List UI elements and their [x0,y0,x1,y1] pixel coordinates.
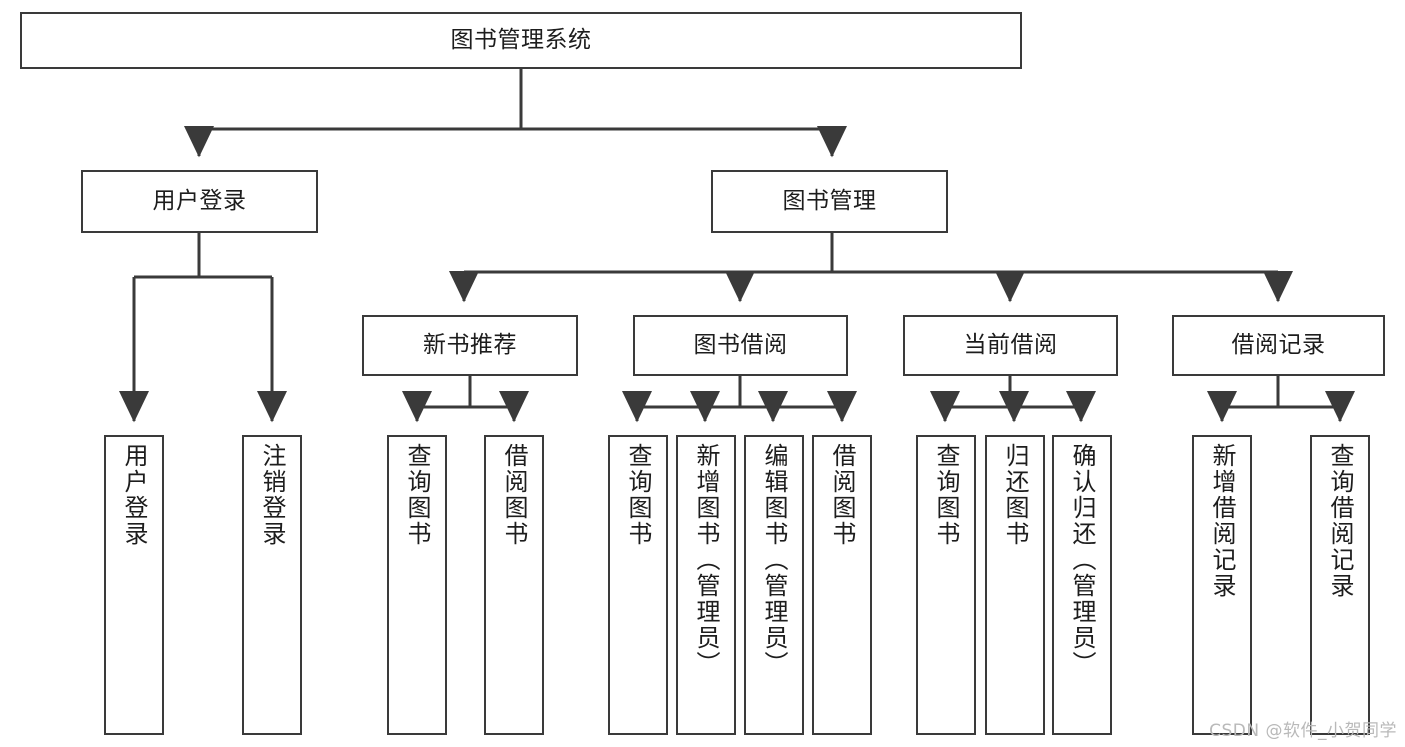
leaf-user-login-logout[interactable]: 注销登录 [242,435,302,735]
leaf-current-return-book[interactable]: 归还图书 [985,435,1045,735]
node-current-borrow[interactable]: 当前借阅 [903,315,1118,376]
leaf-borrow-query-book[interactable]: 查询图书 [608,435,668,735]
node-new-book-recommend[interactable]: 新书推荐 [362,315,578,376]
leaf-recommend-borrow-book[interactable]: 借阅图书 [484,435,544,735]
leaf-recommend-query-book[interactable]: 查询图书 [387,435,447,735]
node-label: 当前借阅 [963,331,1058,358]
node-label: 用户登录 [120,443,148,547]
node-label: 新书推荐 [423,331,517,358]
node-root-system[interactable]: 图书管理系统 [20,12,1022,69]
leaf-borrow-borrow-book[interactable]: 借阅图书 [812,435,872,735]
node-label: 查询图书 [624,443,652,547]
node-label: 图书借阅 [693,331,788,358]
leaf-user-login-login[interactable]: 用户登录 [104,435,164,735]
node-user-login[interactable]: 用户登录 [81,170,318,233]
leaf-borrow-edit-book-admin[interactable]: 编辑图书（管理员） [744,435,804,735]
leaf-borrow-add-book-admin[interactable]: 新增图书（管理员） [676,435,736,735]
node-label: 图书管理 [782,187,877,214]
node-label: 新增图书（管理员） [692,443,720,677]
node-label: 归还图书 [1001,443,1029,547]
node-label: 查询图书 [932,443,960,547]
csdn-watermark: CSDN @软件_小贺同学 [1209,721,1397,741]
node-label: 注销登录 [258,443,286,547]
leaf-current-confirm-return-admin[interactable]: 确认归还（管理员） [1052,435,1112,735]
node-label: 新增借阅记录 [1208,443,1236,599]
node-label: 用户登录 [152,187,247,214]
leaf-current-query-book[interactable]: 查询图书 [916,435,976,735]
node-label: 借阅记录 [1231,331,1326,358]
node-label: 图书管理系统 [450,26,592,53]
node-book-borrow[interactable]: 图书借阅 [633,315,848,376]
node-label: 查询借阅记录 [1326,443,1354,599]
node-label: 编辑图书（管理员） [760,443,788,677]
node-borrow-record[interactable]: 借阅记录 [1172,315,1385,376]
node-book-management[interactable]: 图书管理 [711,170,948,233]
node-label: 确认归还（管理员） [1068,443,1096,677]
node-label: 借阅图书 [828,443,856,547]
leaf-record-query-record[interactable]: 查询借阅记录 [1310,435,1370,735]
leaf-record-add-record[interactable]: 新增借阅记录 [1192,435,1252,735]
node-label: 借阅图书 [500,443,528,547]
node-label: 查询图书 [403,443,431,547]
